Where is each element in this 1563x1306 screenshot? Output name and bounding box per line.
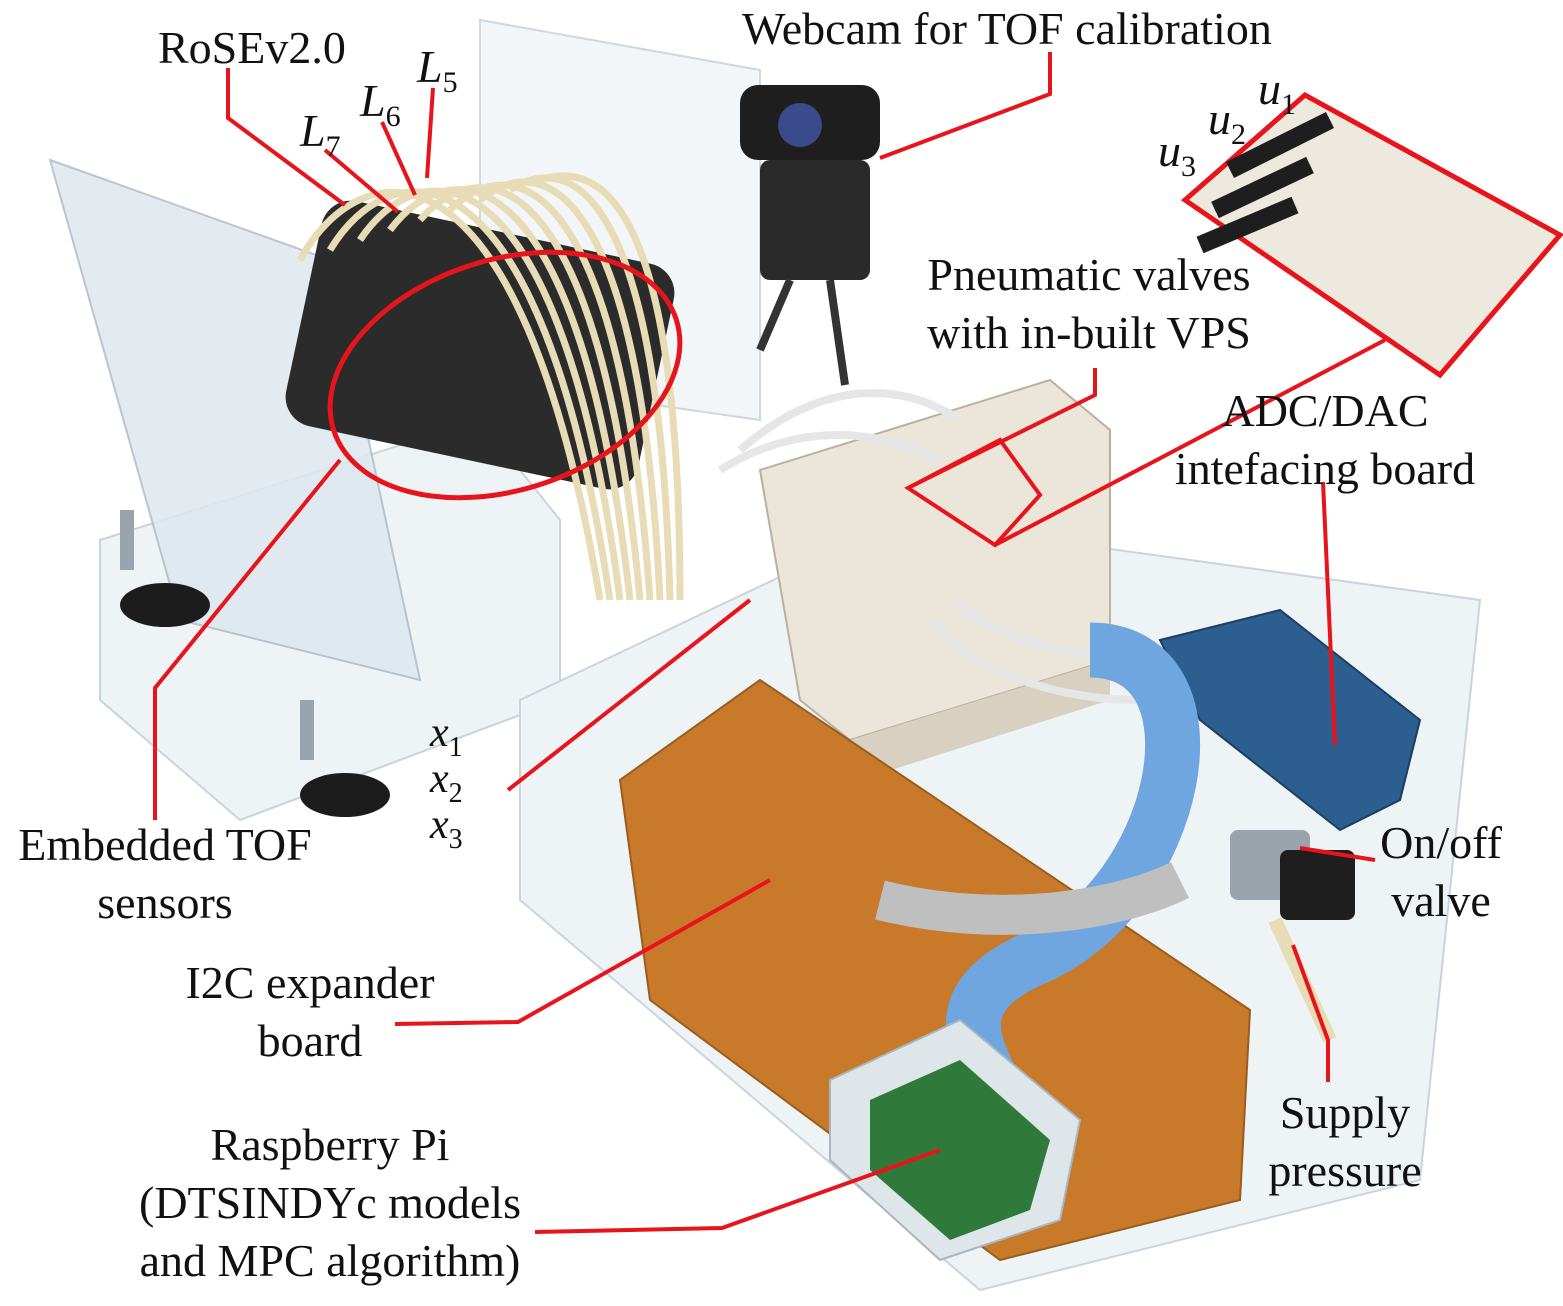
label-L7: L7 — [300, 108, 341, 162]
i2c-line2: board — [257, 1015, 363, 1066]
x1-sub: 1 — [448, 732, 463, 763]
label-webcam: Webcam for TOF calibration — [742, 3, 1272, 54]
x2-base: x — [430, 756, 449, 802]
rpi-line2: (DTSINDYc models — [139, 1177, 521, 1228]
label-rpi: Raspberry Pi (DTSINDYc models and MPC al… — [100, 1122, 560, 1284]
callout-supply — [1291, 944, 1330, 1082]
label-u1: u1 — [1258, 66, 1296, 120]
callout-rpi — [534, 1148, 941, 1234]
u3-sub: 3 — [1181, 150, 1196, 183]
callout-adc — [1321, 481, 1337, 746]
u2-sub: 2 — [1231, 118, 1246, 151]
label-rosev: RoSEv2.0 — [158, 22, 346, 73]
label-supply: Supply pressure — [1250, 1090, 1440, 1194]
callout-i2c — [394, 878, 771, 1026]
adc-dac-board — [1158, 608, 1422, 832]
rpi-line3: and MPC algorithm) — [139, 1235, 521, 1286]
tof-sensor-ellipse — [327, 249, 683, 501]
i2c-line1: I2C expander — [185, 957, 435, 1008]
grey-ribbon — [875, 861, 1189, 935]
supply-line2: pressure — [1268, 1145, 1422, 1196]
label-i2c: I2C expander board — [150, 960, 470, 1064]
pneumatic-line1: Pneumatic valves — [927, 249, 1251, 300]
u1-base: u — [1258, 63, 1281, 114]
label-u3: u3 — [1158, 128, 1196, 182]
label-onoff: On/off valve — [1366, 820, 1516, 924]
u1-sub: 1 — [1281, 88, 1296, 121]
callout-pneumatic — [907, 368, 1097, 490]
callout-rosev — [226, 68, 347, 207]
L5-sub: 5 — [442, 66, 458, 99]
callout-x — [506, 598, 752, 792]
label-tof: Embedded TOF sensors — [0, 822, 330, 926]
rpi-line1: Raspberry Pi — [210, 1119, 450, 1170]
u3-base: u — [1158, 125, 1181, 176]
label-L6: L6 — [360, 78, 401, 132]
label-pneumatic: Pneumatic valves with in-built VPS — [905, 252, 1273, 356]
adc-line2: intefacing board — [1174, 443, 1476, 494]
robot-body — [285, 200, 675, 490]
label-adc-dac: ADC/DAC intefacing board — [1150, 388, 1500, 492]
callout-tof — [153, 458, 342, 820]
x3-base: x — [430, 802, 449, 848]
onoff-line2: valve — [1391, 875, 1491, 926]
pneumatic-line2: with in-built VPS — [927, 307, 1251, 358]
callout-l7 — [323, 148, 400, 214]
onoff-line1: On/off — [1380, 817, 1502, 868]
callout-lines — [153, 52, 1386, 1234]
label-x2: x2 — [430, 758, 463, 808]
L5-base: L — [417, 41, 443, 92]
L7-sub: 7 — [325, 130, 341, 163]
callout-onoff — [1299, 846, 1376, 862]
tof-line2: sensors — [97, 877, 233, 928]
L6-base: L — [360, 75, 386, 126]
label-x3: x3 — [430, 804, 463, 854]
x2-sub: 2 — [448, 778, 463, 809]
leveling-feet — [120, 510, 390, 817]
callout-inset — [994, 338, 1386, 547]
label-x1: x1 — [430, 712, 463, 762]
tubing-bundle — [296, 172, 684, 601]
L6-sub: 6 — [385, 100, 401, 133]
u2-base: u — [1208, 93, 1231, 144]
L7-base: L — [300, 105, 326, 156]
callout-l5 — [425, 87, 435, 179]
callout-webcam — [879, 52, 1052, 160]
callout-l6 — [380, 121, 417, 196]
webcam — [740, 85, 880, 386]
perfboard — [618, 678, 1252, 1262]
adc-line1: ADC/DAC — [1221, 385, 1429, 436]
label-L5: L5 — [417, 44, 458, 98]
x3-sub: 3 — [448, 824, 463, 855]
raspberry-pi — [829, 1018, 1082, 1262]
tof-line1: Embedded TOF — [18, 819, 312, 870]
supply-line1: Supply — [1279, 1087, 1411, 1138]
x1-base: x — [430, 710, 449, 756]
label-u2: u2 — [1208, 96, 1246, 150]
valve-inset — [1180, 91, 1563, 379]
